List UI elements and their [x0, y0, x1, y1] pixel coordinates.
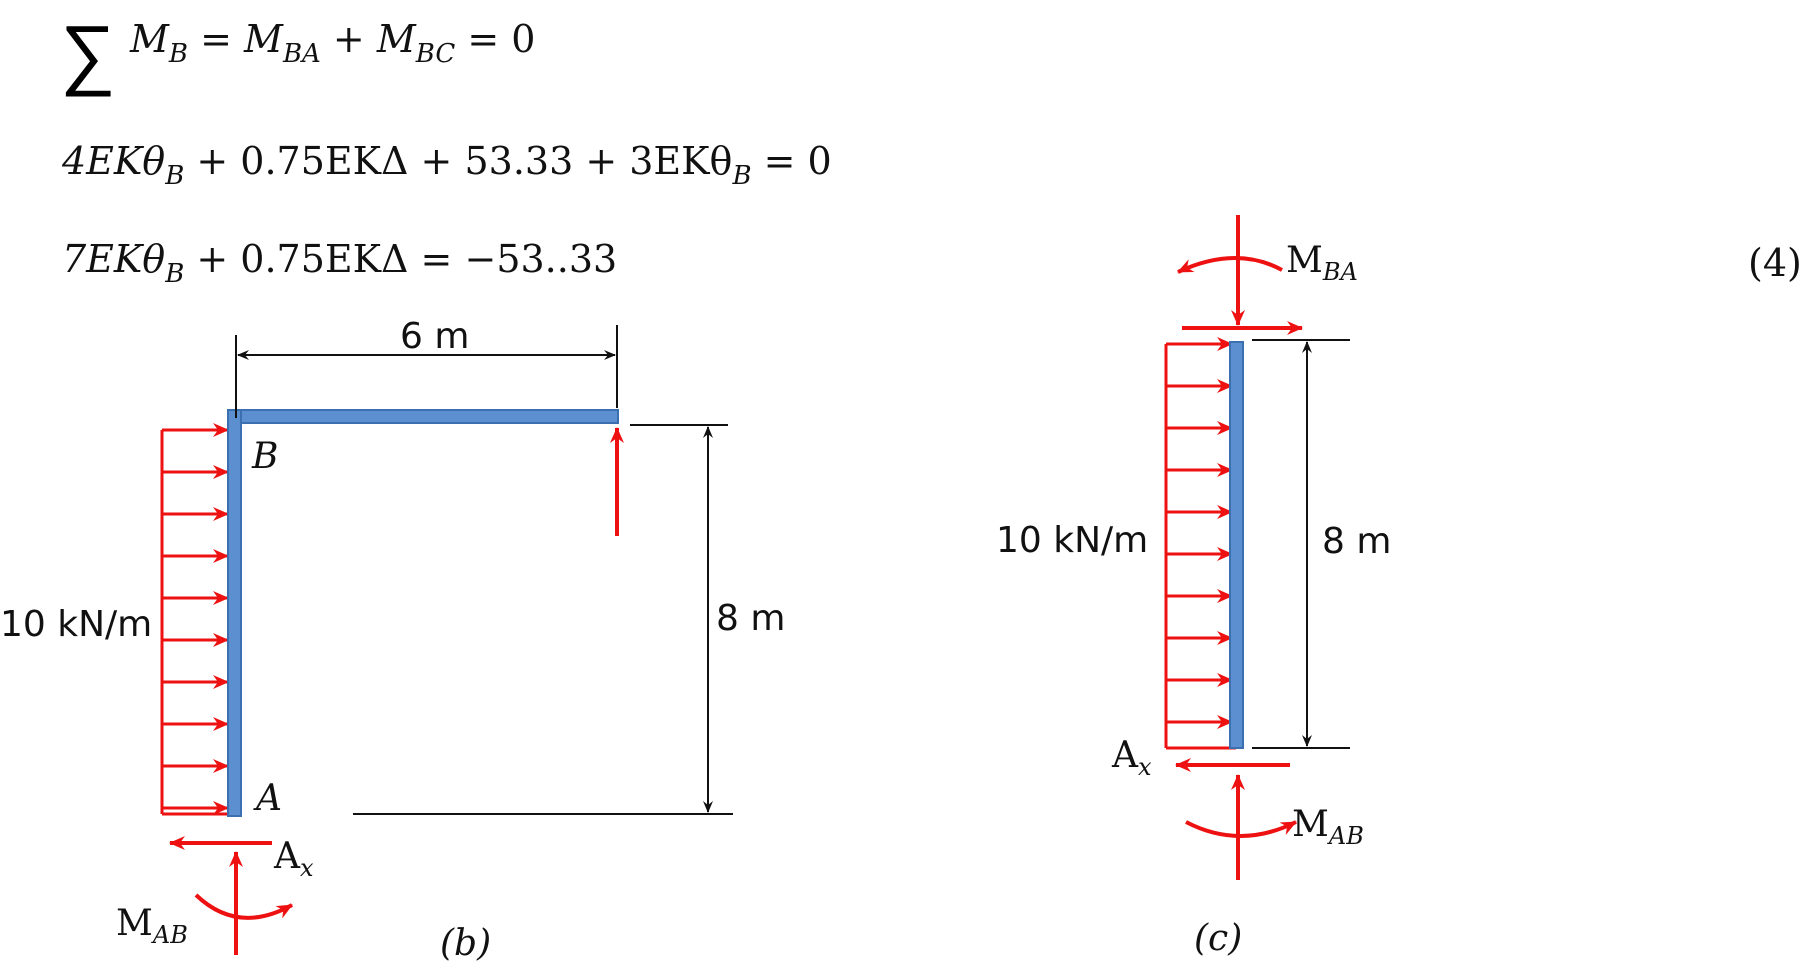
distributed-load-c [1164, 337, 1236, 750]
span-dimension-b [235, 325, 618, 418]
moment-arrow-b [194, 893, 293, 920]
bottom-moment-label-c: MAB [1292, 804, 1364, 850]
height-label-c: 8 m [1322, 521, 1391, 562]
caption-c: (c) [1194, 918, 1242, 959]
moment-label-b: MAB [116, 903, 188, 949]
reaction-ax-label-b: Ax [273, 836, 314, 882]
column-ab [227, 409, 242, 817]
equation-expanded: 4EKθB + 0.75EKΔ + 53.33 + 3EKθB = 0 [62, 139, 832, 191]
distributed-load-b [160, 423, 232, 816]
figure-c: 10 kN/m MBA 8 m Ax MAB (c) [996, 215, 1391, 959]
equation-simplified: 7EKθB + 0.75EKΔ = −53..33 [62, 237, 618, 289]
figure-b: 10 kN/m B A 6 m 8 m Ax MAB (b) [0, 316, 785, 964]
height-dimension-c [1252, 339, 1350, 749]
load-label-c: 10 kN/m [996, 520, 1148, 561]
height-dimension-b [353, 424, 733, 815]
summation-symbol: ∑ [60, 9, 116, 99]
node-a-label: A [253, 778, 282, 819]
reaction-ax-label-c: Ax [1111, 735, 1152, 781]
span-label-b: 6 m [400, 316, 469, 357]
bottom-moment-arrow-c [1185, 820, 1297, 838]
caption-b: (b) [440, 923, 491, 964]
equation-number: (4) [1748, 241, 1800, 285]
beam-bc [227, 409, 619, 424]
node-b-label: B [251, 436, 278, 477]
load-label-b: 10 kN/m [0, 604, 152, 645]
top-moment-label-c: MBA [1286, 240, 1358, 286]
equation-moment-sum: MB = MBA + MBC = 0 [130, 17, 536, 69]
column-member-c [1229, 341, 1244, 749]
height-label-b: 8 m [716, 598, 785, 639]
top-moment-arrow-c [1177, 256, 1283, 274]
